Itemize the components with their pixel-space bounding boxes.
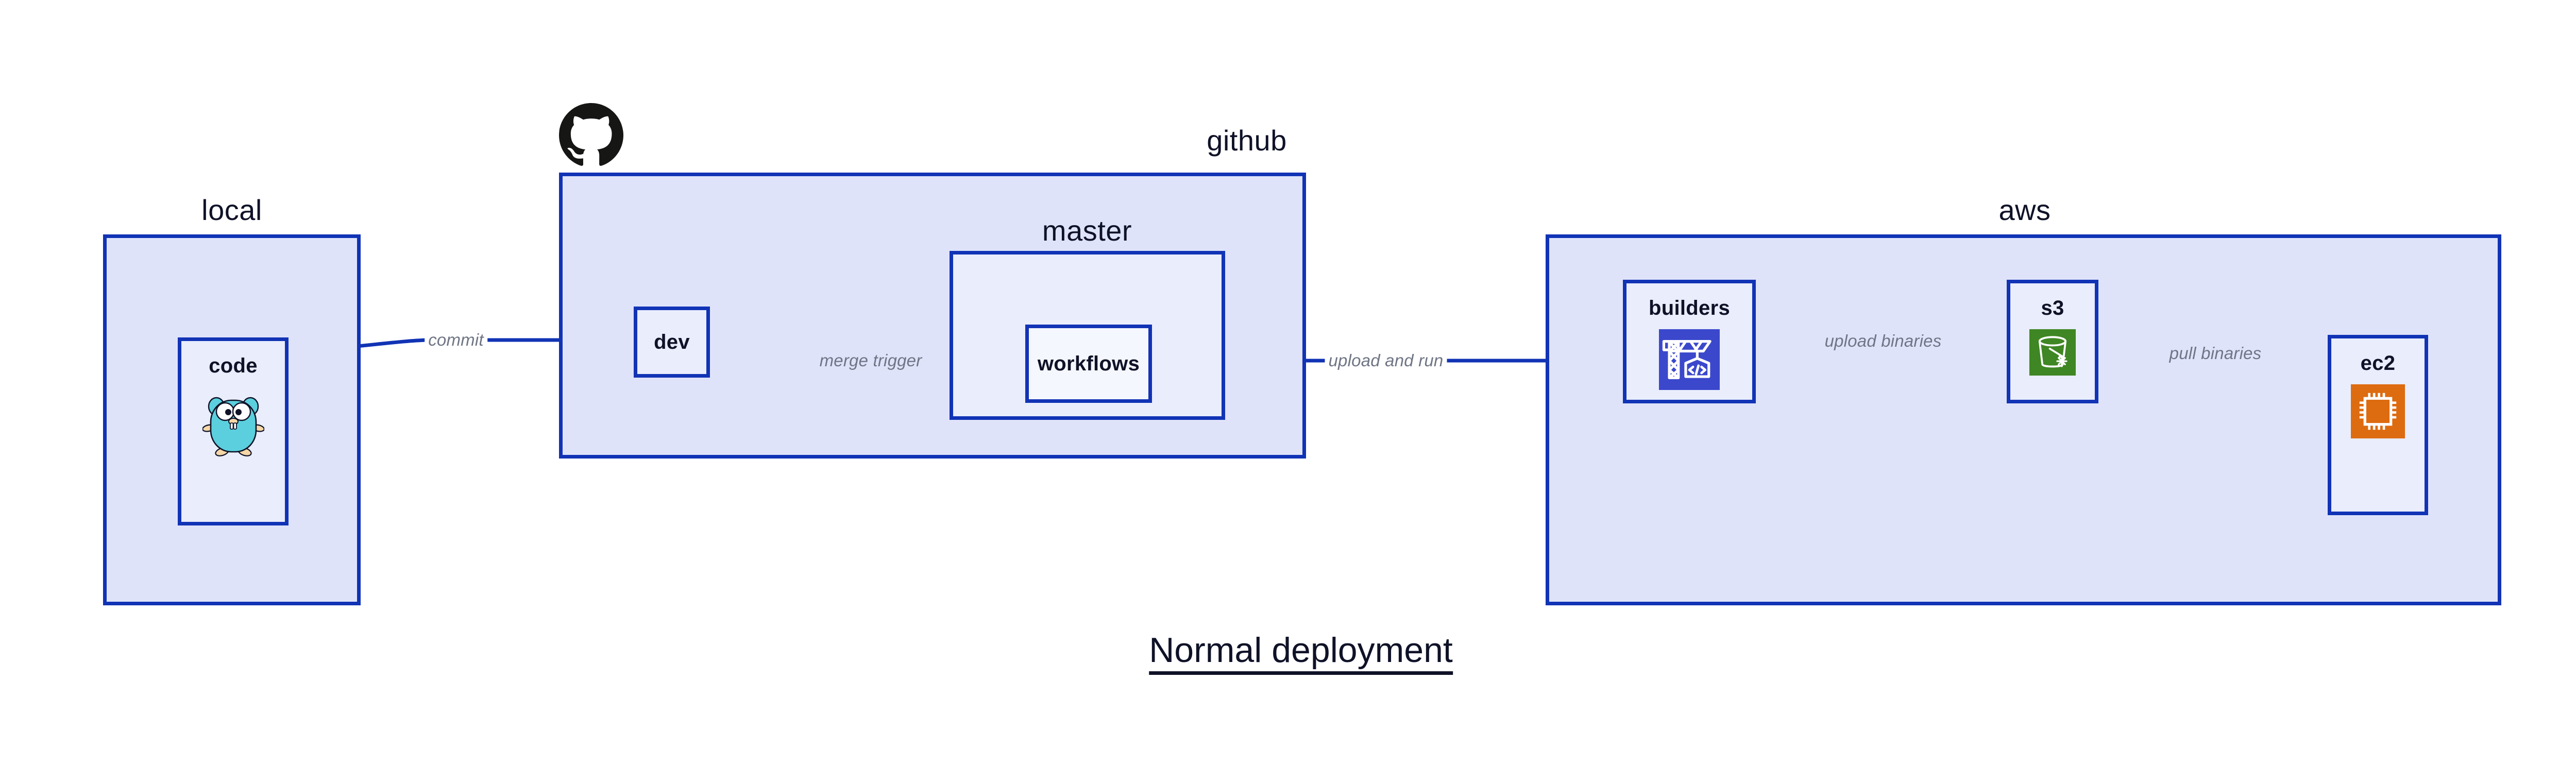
edge-label-upload-binaries: upload binaries [1821, 331, 1945, 351]
node-label-code: code [209, 354, 258, 377]
aws-s3-icon [2029, 329, 2076, 378]
cluster-label-github: github [1207, 124, 1287, 157]
node-dev[interactable]: dev [634, 307, 710, 378]
edge-label-merge-trigger: merge trigger [816, 351, 926, 370]
diagram-title: Normal deployment [1149, 632, 1453, 675]
go-gopher-icon [201, 387, 265, 462]
node-workflows[interactable]: workflows [1025, 325, 1152, 403]
node-label-workflows: workflows [1037, 352, 1140, 375]
aws-ec2-icon [2351, 384, 2405, 441]
node-builders[interactable]: builders [1623, 280, 1756, 403]
node-label-dev: dev [654, 330, 690, 353]
aws-codebuild-icon [1659, 329, 1720, 393]
node-code[interactable]: code [178, 337, 289, 525]
cluster-label-local: local [201, 194, 262, 226]
node-label-ec2: ec2 [2360, 352, 2396, 375]
cluster-label-master: master [1042, 214, 1132, 247]
edge-label-commit: commit [425, 330, 487, 350]
edge-label-pull-binaries: pull binaries [2169, 344, 2262, 363]
cluster-label-aws: aws [1998, 194, 2051, 226]
node-ec2[interactable]: ec2 [2328, 335, 2428, 515]
node-label-s3: s3 [2041, 297, 2064, 319]
github-octocat-icon [559, 103, 623, 170]
edge-label-upload-and-run: upload and run [1325, 351, 1447, 370]
node-label-builders: builders [1649, 297, 1730, 319]
node-s3[interactable]: s3 [2007, 280, 2098, 403]
